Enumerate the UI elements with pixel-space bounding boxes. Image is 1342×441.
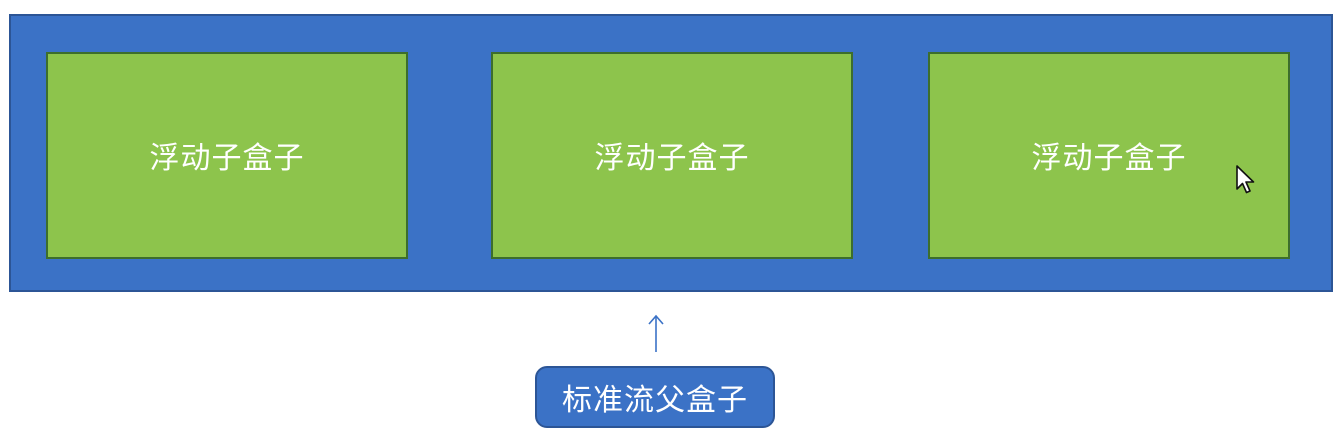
floating-child-label-2: 浮动子盒子 <box>594 140 750 176</box>
parent-box-caption-label: 标准流父盒子 <box>562 383 748 418</box>
parent-box-caption: 标准流父盒子 <box>535 366 775 428</box>
floating-child-box-1: 浮动子盒子 <box>46 52 408 259</box>
standard-flow-parent-box: 浮动子盒子 浮动子盒子 浮动子盒子 <box>9 14 1333 292</box>
floating-child-box-3: 浮动子盒子 <box>928 52 1290 259</box>
floating-child-label-3: 浮动子盒子 <box>1031 140 1187 176</box>
mouse-pointer-icon <box>1236 165 1255 194</box>
floating-child-box-2: 浮动子盒子 <box>491 52 853 259</box>
floating-child-label-1: 浮动子盒子 <box>149 140 305 176</box>
up-arrow-icon <box>648 314 664 352</box>
